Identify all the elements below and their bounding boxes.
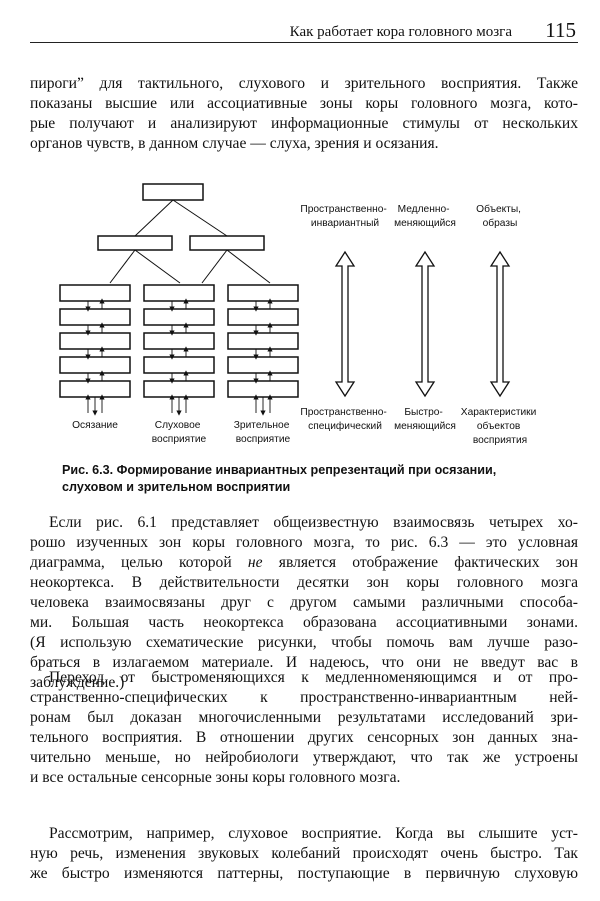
figure-diagram: Пространственно- инвариантный Медленно- … [59, 183, 539, 446]
text-line: человека взаимосвязаны друг с другом сам… [30, 594, 578, 611]
text-line: диаграмма, целью которой не является ото… [30, 554, 578, 571]
text-line: же быстро изменяются паттерны, поступающ… [30, 865, 578, 882]
stack-arrows [85, 298, 273, 416]
text-line: чительно меньше, но нейробиологи утвержд… [30, 749, 578, 766]
column-label-hearing: Слуховое восприятие [152, 420, 207, 445]
text-line: браться в излагаемом материале. И надеюс… [30, 654, 578, 671]
figure-caption: Рис. 6.3. Формирование инвариантных репр… [62, 462, 572, 496]
caption-line: слуховом и зрительном восприятии [62, 480, 291, 494]
bottom-label-fast: Быстро- меняющийся [394, 407, 456, 432]
text-line: заблуждение.) [30, 674, 125, 691]
text-line: тельного восприятия. В отношении других … [30, 729, 578, 746]
text-line: (Я использую схематические рисунки, чтоб… [30, 634, 578, 651]
text-line: рые получают и анализируют информационны… [30, 115, 578, 132]
page-number: 115 [545, 18, 576, 42]
text-line: показаны высшие или ассоциативные зоны к… [30, 95, 578, 112]
stack-touch [59, 284, 131, 398]
paragraph-2: Переход от быстроменяющихся к медленноме… [30, 668, 578, 788]
paragraph-1: Если рис. 6.1 представляет общеизвестную… [30, 513, 578, 693]
association-box-right [189, 235, 265, 251]
top-label-slow: Медленно- меняющийся [394, 204, 456, 229]
text-line: ми. Большая часть неокортекса образована… [30, 614, 578, 631]
stack-hearing [143, 284, 215, 398]
emphasis-ne: не [247, 554, 263, 571]
intro-paragraph: пироги” для тактильного, слухового и зри… [30, 74, 578, 154]
association-box-left [97, 235, 173, 251]
connections-top [109, 199, 271, 284]
text-line: странственно-специфических к пространств… [30, 689, 578, 706]
text-line: ронам был доказан многочисленными резуль… [30, 709, 578, 726]
speed-arrow [414, 250, 436, 398]
top-label-objects: Объекты, образы [476, 203, 524, 229]
column-label-vision: Зрительное восприятие [234, 420, 292, 445]
text-line: органов чувств, в данном случае — слуха,… [30, 135, 439, 152]
caption-line: Рис. 6.3. Формирование инвариантных репр… [62, 463, 497, 477]
text-line: пироги” для тактильного, слухового и зри… [30, 75, 578, 92]
bottom-label-specific: Пространственно- специфический [300, 407, 389, 432]
running-title: Как работает кора головного мозга [289, 24, 512, 40]
bottom-label-features: Характеристики объектов восприятия [461, 407, 539, 446]
text-line: Если рис. 6.1 представляет общеизвестную… [49, 514, 578, 531]
running-header: Как работает кора головного мозга 115 [30, 14, 578, 43]
gradient-arrows [334, 250, 511, 398]
association-box-top [142, 183, 204, 201]
top-label-invariant: Пространственно- инвариантный [300, 204, 389, 229]
stack-vision [227, 284, 299, 398]
invariance-arrow [334, 250, 356, 398]
text-line: и все остальные сенсорные зоны коры голо… [30, 769, 401, 786]
text-line: Переход от быстроменяющихся к медленноме… [49, 669, 578, 686]
paragraph-3: Рассмотрим, например, слуховое восприяти… [30, 824, 578, 884]
text-line: ную речь, изменения звуковых колебаний п… [30, 845, 578, 862]
column-label-touch: Осязание [72, 420, 118, 431]
text-line: рошо изученных зон коры головного мозга,… [30, 534, 578, 551]
text-line: Рассмотрим, например, слуховое восприяти… [49, 825, 578, 842]
object-arrow [489, 250, 511, 398]
text-line: неокортекса. В действительности десятки … [30, 574, 578, 591]
